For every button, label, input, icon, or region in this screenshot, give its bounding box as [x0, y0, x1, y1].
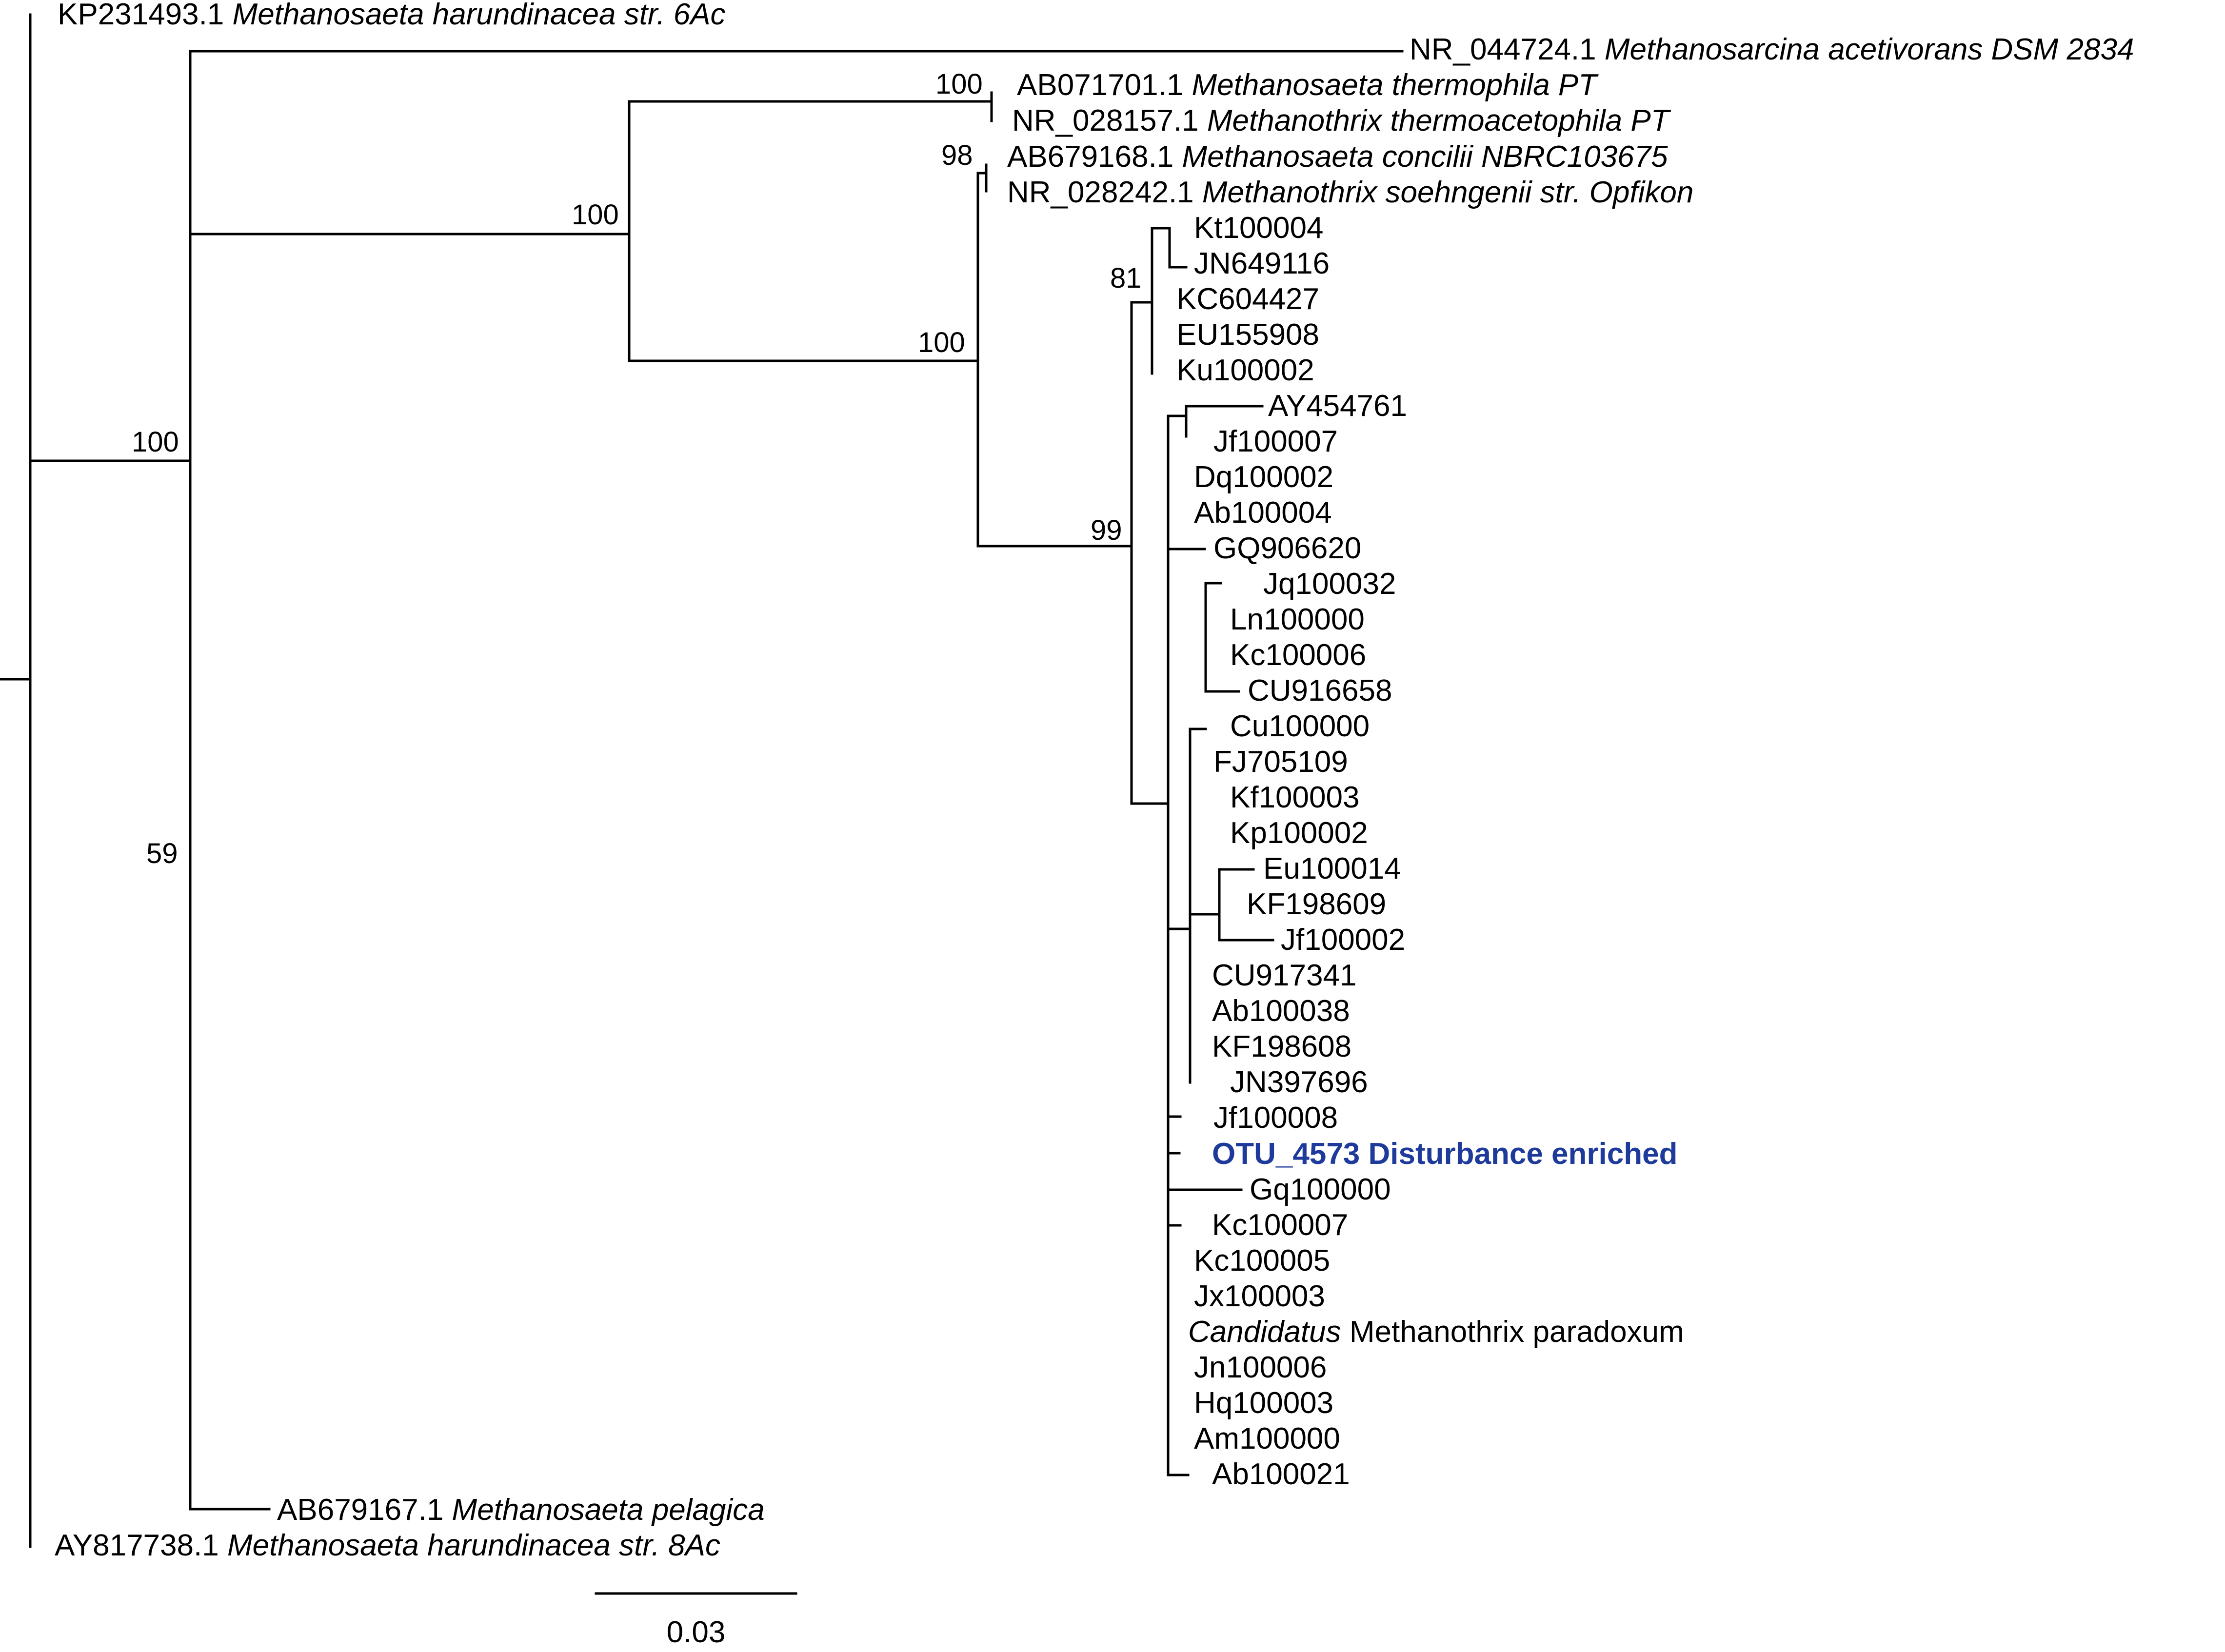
taxon-label: Jn100006 — [1194, 1351, 1327, 1384]
taxon-label: JN397696 — [1230, 1065, 1368, 1099]
taxon-label: NR_044724.1 Methanosarcina acetivorans D… — [1410, 33, 2134, 66]
bootstrap-value: 99 — [1091, 514, 1122, 546]
taxon-label: AY817738.1 Methanosaeta harundinacea str… — [55, 1529, 720, 1562]
bootstrap-value: 81 — [1110, 262, 1142, 294]
highlighted-taxon-label: OTU_4573 Disturbance enriched — [1212, 1137, 1677, 1171]
taxon-label: GQ906620 — [1213, 531, 1361, 565]
taxon-label: KC604427 — [1176, 282, 1319, 316]
taxon-label: Ku100002 — [1176, 354, 1314, 387]
taxon-label: NR_028157.1 Methanothrix thermoacetophil… — [1012, 104, 1671, 138]
taxon-label: AB679168.1 Methanosaeta concilii NBRC103… — [1007, 140, 1668, 174]
taxon-label: Ab100004 — [1194, 496, 1332, 530]
taxon-label: Cu100000 — [1230, 709, 1370, 743]
scale-bar-label: 0.03 — [667, 1615, 726, 1649]
taxon-label: Ab100021 — [1212, 1457, 1350, 1491]
taxon-label: NR_028242.1 Methanothrix soehngenii str.… — [1007, 176, 1693, 209]
taxon-label: Am100000 — [1194, 1422, 1340, 1455]
taxon-label: Kt100004 — [1194, 211, 1323, 245]
taxon-label: AB071701.1 Methanosaeta thermophila PT — [1017, 68, 1599, 102]
tree-branches — [0, 13, 1404, 1548]
taxon-label: Hq100003 — [1194, 1386, 1333, 1420]
taxon-label: CU916658 — [1248, 674, 1392, 708]
taxon-label: Jq100032 — [1263, 567, 1396, 601]
taxon-label: Ab100038 — [1212, 994, 1350, 1028]
taxon-label: Ln100000 — [1230, 603, 1365, 636]
bootstrap-value: 59 — [146, 838, 178, 869]
bootstrap-value: 100 — [918, 327, 965, 358]
taxon-label: Kc100006 — [1230, 638, 1366, 672]
scale-bar: 0.03 — [595, 1592, 797, 1649]
taxon-label: AY454761 — [1268, 389, 1407, 423]
taxon-label: KF198609 — [1247, 887, 1386, 921]
taxon-label: EU155908 — [1176, 318, 1319, 352]
taxon-label: Jx100003 — [1194, 1279, 1325, 1313]
bootstrap-value: 98 — [941, 139, 973, 171]
bootstrap-value: 100 — [935, 68, 983, 100]
taxon-label: Kp100002 — [1230, 816, 1368, 850]
taxon-label: Kc100005 — [1194, 1244, 1330, 1278]
taxon-label: Jf100008 — [1213, 1101, 1338, 1135]
taxon-label: Kc100007 — [1212, 1208, 1348, 1242]
taxon-label: CU917341 — [1212, 959, 1356, 992]
taxon-label: AB679167.1 Methanosaeta pelagica — [277, 1493, 765, 1527]
bootstrap-value: 100 — [572, 199, 619, 231]
taxon-label: KF198608 — [1212, 1030, 1351, 1063]
taxon-label: Candidatus Methanothrix paradoxum — [1188, 1315, 1684, 1349]
taxon-label: Kf100003 — [1230, 781, 1359, 814]
bootstrap-values: 100 59 100 100 100 98 81 99 — [132, 68, 1142, 869]
taxon-labels: KP231493.1 Methanosaeta harundinacea str… — [55, 0, 2134, 1562]
taxon-label: Eu100014 — [1263, 852, 1401, 885]
taxon-label: Dq100002 — [1194, 460, 1333, 494]
taxon-label: Jf100007 — [1213, 425, 1338, 458]
bootstrap-value: 100 — [132, 426, 179, 458]
taxon-label: Gq100000 — [1250, 1173, 1391, 1206]
taxon-label: KP231493.1 Methanosaeta harundinacea str… — [58, 0, 726, 31]
taxon-label: Jf100002 — [1281, 923, 1405, 957]
taxon-label: JN649116 — [1194, 247, 1330, 280]
taxon-label: FJ705109 — [1213, 745, 1348, 779]
